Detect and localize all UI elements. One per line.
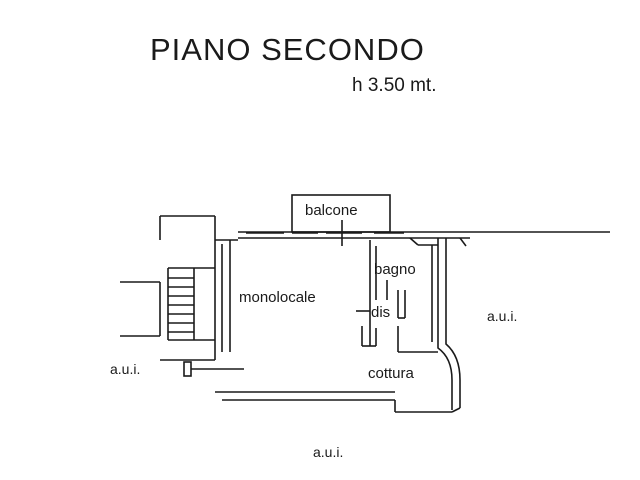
meter-symbol: [183, 361, 192, 377]
ceiling-height-label: h 3.50 mt.: [352, 75, 437, 96]
neighbor-label-left: a.u.i.: [110, 361, 140, 377]
neighbor-label-bottom: a.u.i.: [313, 444, 343, 460]
balcony-outline: [291, 194, 391, 233]
plan-title: PIANO SECONDO: [150, 32, 425, 67]
room-label-dis: dis: [371, 304, 390, 321]
room-label-cottura: cottura: [368, 365, 415, 382]
room-label-monolocale: monolocale: [239, 289, 316, 306]
neighbor-label-right: a.u.i.: [487, 308, 517, 324]
room-label-balcone: balcone: [305, 202, 358, 219]
walls: [120, 194, 610, 413]
room-label-bagno: bagno: [374, 261, 416, 278]
